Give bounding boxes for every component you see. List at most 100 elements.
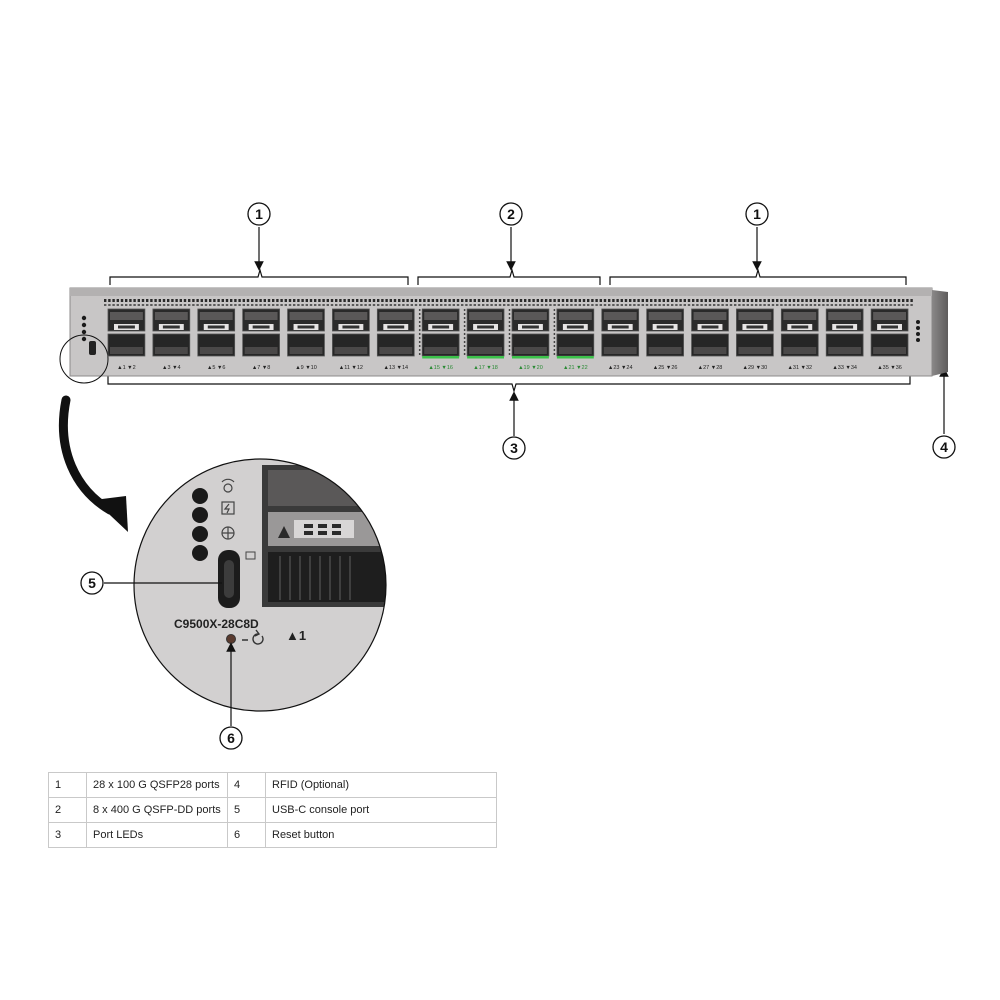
port-cage[interactable] (376, 308, 415, 357)
port-cage[interactable] (332, 308, 370, 357)
port-led (556, 356, 594, 359)
legend-description: RFID (Optional) (265, 772, 497, 798)
legend-number: 3 (48, 822, 87, 848)
port-label: ▲7 ▼8 (252, 365, 271, 371)
port-label: ▲35 ▼36 (877, 365, 902, 371)
zoom-curve-arrow (58, 395, 115, 515)
port-cage[interactable] (601, 308, 640, 357)
power-icon (221, 501, 235, 515)
legend-description: 28 x 100 G QSFP28 ports (86, 772, 228, 798)
port-label: ▲19 ▼20 (518, 365, 543, 371)
bracket-qsfp28-right (609, 267, 907, 285)
port-led (512, 356, 549, 359)
port-cage[interactable] (646, 308, 684, 357)
legend-description: 8 x 400 G QSFP-DD ports (86, 797, 228, 823)
port-cage[interactable] (466, 308, 505, 357)
port-label: ▲33 ▼34 (832, 365, 857, 371)
callout-1: 1 (247, 202, 271, 226)
port-cage[interactable] (152, 308, 191, 357)
port-cage[interactable] (421, 308, 460, 357)
port-cage[interactable] (242, 308, 280, 357)
port-cage[interactable] (780, 308, 819, 357)
rfid-ear (932, 290, 948, 376)
port-cage[interactable] (691, 308, 729, 357)
callout-6: 6 (219, 726, 243, 750)
status-panel (81, 315, 96, 355)
legend-number: 2 (48, 797, 87, 823)
port-array (107, 308, 909, 359)
callout-4: 4 (932, 435, 956, 459)
fan-icon (221, 526, 235, 540)
port-label: ▲21 ▼22 (563, 365, 588, 371)
port-label: ▲13 ▼14 (383, 365, 408, 371)
port-cage[interactable] (736, 308, 774, 357)
callout-number: 5 (88, 575, 96, 591)
port-cage[interactable] (825, 308, 864, 357)
callout-1: 1 (745, 202, 769, 226)
zoom-port-latch (294, 520, 354, 538)
port-label: ▲17 ▼18 (473, 365, 498, 371)
console-icon (245, 551, 256, 560)
callout-arrows (254, 227, 949, 436)
zoom-led-3 (192, 526, 208, 542)
callout-5: 5 (80, 571, 104, 595)
zoom-source-circle (59, 334, 109, 384)
zoom-led-1 (192, 488, 208, 504)
bracket-qsfpdd (417, 267, 601, 285)
legend-number: 5 (227, 797, 266, 823)
port-label: ▲9 ▼10 (295, 365, 317, 371)
zoom-curve-arrowhead (94, 496, 128, 532)
callout-circles: 1 2 1 3 4 5 6 (80, 202, 956, 750)
port-cage[interactable] (287, 308, 325, 357)
port-led (467, 356, 504, 359)
callout-2: 2 (499, 202, 523, 226)
zoom-model-label: C9500X-28C8D (174, 617, 259, 631)
callout-number: 4 (940, 439, 948, 455)
legend-description: USB-C console port (265, 797, 497, 823)
legend-number: 6 (227, 822, 266, 848)
zoom-detail: C9500X-28C8D ▲1 (133, 458, 387, 712)
zoom-port-label: ▲1 (286, 628, 306, 643)
port-label: ▲11 ▼12 (339, 365, 363, 371)
port-label: ▲15 ▼16 (428, 365, 453, 371)
port-label: ▲27 ▼28 (698, 365, 723, 371)
callout-3: 3 (502, 436, 526, 460)
callout-number: 3 (510, 440, 518, 456)
rfid-dots (916, 320, 920, 342)
bracket-qsfp28-left (109, 267, 409, 285)
zoom-led-2 (192, 507, 208, 523)
zoom-callout-lines (104, 582, 236, 726)
port-cage[interactable] (556, 308, 595, 357)
reset-button[interactable] (226, 634, 236, 644)
port-label: ▲31 ▼32 (787, 365, 812, 371)
legend-number: 1 (48, 772, 87, 798)
callout-number: 1 (255, 206, 263, 222)
port-labels: ▲1 ▼2▲3 ▼4▲5 ▼6▲7 ▼8▲9 ▼10▲11 ▼12▲13 ▼14… (117, 365, 902, 371)
port-label: ▲5 ▼6 (207, 365, 226, 371)
switch-chassis: ▲1 ▼2▲3 ▼4▲5 ▼6▲7 ▼8▲9 ▼10▲11 ▼12▲13 ▼14… (59, 287, 948, 384)
callout-number: 1 (753, 206, 761, 222)
reset-icon (252, 629, 264, 645)
port-cage[interactable] (107, 308, 146, 357)
port-label: ▲29 ▼30 (743, 365, 768, 371)
legend-description: Reset button (265, 822, 497, 848)
port-led (422, 356, 460, 359)
port-label: ▲25 ▼26 (653, 365, 678, 371)
port-label: ▲23 ▼24 (608, 365, 633, 371)
port-cage[interactable] (870, 308, 909, 357)
beacon-icon (221, 478, 235, 493)
port-label: ▲1 ▼2 (117, 365, 136, 371)
port-cage[interactable] (511, 308, 550, 357)
bracket-port-leds (107, 376, 911, 394)
vent-holes (104, 299, 913, 306)
callout-number: 6 (227, 730, 235, 746)
callout-number: 2 (507, 206, 515, 222)
legend-number: 4 (227, 772, 266, 798)
port-cage[interactable] (197, 308, 236, 357)
zoom-led-4 (192, 545, 208, 561)
